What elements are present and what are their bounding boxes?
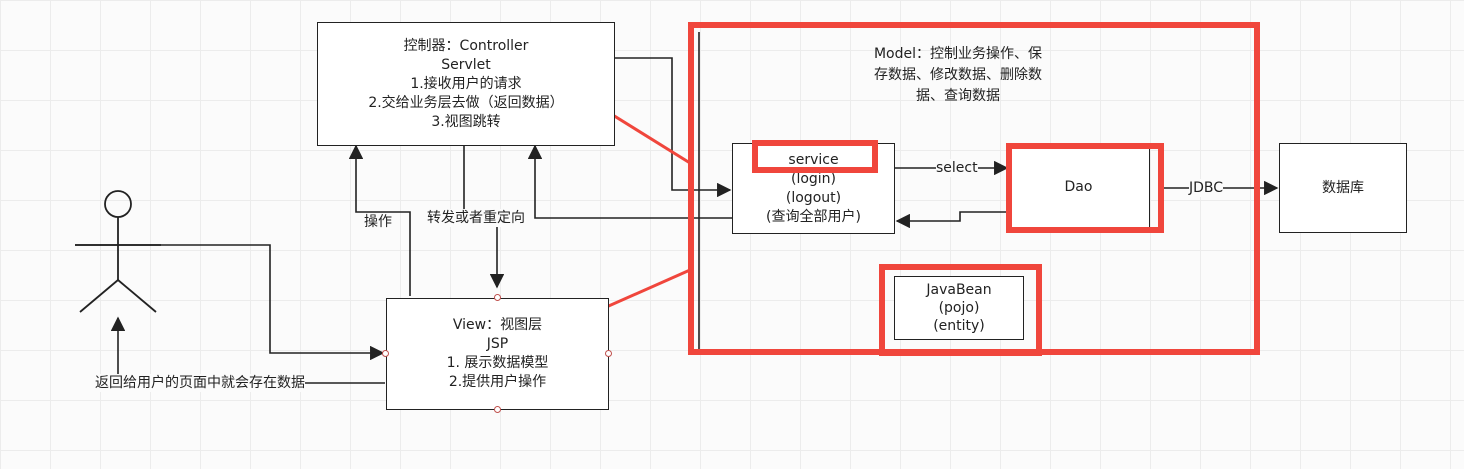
operate-edge-label: 操作 bbox=[364, 213, 392, 231]
return-data-edge-label: 返回给用户的页面中就会存在数据 bbox=[95, 374, 305, 392]
select-edge-label: select bbox=[936, 159, 978, 177]
view-title: View：视图层 bbox=[452, 317, 543, 333]
model-description: Model：控制业务操作、保 存数据、修改数据、删除数 据、查询数据 bbox=[838, 44, 1078, 107]
service-label: service bbox=[788, 151, 839, 168]
controller-title: 控制器：Controller bbox=[403, 37, 529, 54]
dao-to-service-return-connector bbox=[895, 211, 1007, 229]
forward-edge-label: 转发或者重定向 bbox=[427, 209, 525, 227]
model-line: 据、查询数据 bbox=[916, 88, 1000, 104]
service-to-controller-connector bbox=[527, 144, 732, 219]
service-method: (查询全部用户) bbox=[766, 208, 861, 225]
view-top-handle[interactable] bbox=[494, 294, 501, 301]
user-right-leg bbox=[117, 279, 157, 313]
service-box: service (login) (logout) (查询全部用户) bbox=[732, 143, 895, 234]
view-item: 2.提供用户操作 bbox=[448, 374, 547, 390]
controller-subtitle: Servlet bbox=[441, 56, 491, 73]
controller-item: 3.视图跳转 bbox=[431, 113, 501, 130]
service-method: (logout) bbox=[785, 189, 842, 206]
view-bottom-handle[interactable] bbox=[494, 406, 501, 413]
controller-to-service-connector bbox=[615, 57, 732, 198]
jdbc-edge-label: JDBC bbox=[1189, 179, 1224, 197]
javabean-alias: (pojo) bbox=[938, 300, 980, 316]
user-left-leg bbox=[79, 279, 119, 313]
dao-label: Dao bbox=[1064, 178, 1093, 195]
user-to-view-connector bbox=[75, 244, 385, 361]
view-left-handle[interactable] bbox=[382, 350, 389, 357]
javabean-alias: (entity) bbox=[933, 318, 985, 334]
service-method: (login) bbox=[790, 170, 837, 187]
view-item: 1. 展示数据模型 bbox=[446, 355, 549, 371]
model-line: Model：控制业务操作、保 bbox=[873, 46, 1043, 62]
view-subtitle: JSP bbox=[486, 336, 509, 352]
dao-box: Dao bbox=[1007, 146, 1150, 228]
user-head bbox=[104, 190, 132, 218]
view-right-handle[interactable] bbox=[605, 350, 612, 357]
user-stick-figure bbox=[75, 190, 161, 313]
javabean-highlight-box bbox=[879, 264, 1042, 356]
model-line: 存数据、修改数据、删除数 bbox=[874, 67, 1042, 83]
database-box: 数据库 bbox=[1279, 143, 1407, 233]
javabean-box: JavaBean (pojo) (entity) bbox=[894, 276, 1024, 340]
view-to-controller-operate-connector bbox=[348, 144, 411, 296]
database-label: 数据库 bbox=[1322, 179, 1364, 196]
controller-box: 控制器：Controller Servlet 1.接收用户的请求 2.交给业务层… bbox=[317, 22, 615, 146]
dao-highlight-box bbox=[1006, 143, 1164, 233]
service-highlight-box bbox=[752, 140, 878, 173]
javabean-label: JavaBean bbox=[926, 282, 992, 298]
controller-item: 1.接收用户的请求 bbox=[410, 75, 522, 92]
view-box: View：视图层 JSP 1. 展示数据模型 2.提供用户操作 bbox=[386, 298, 609, 410]
controller-item: 2.交给业务层去做（返回数据） bbox=[368, 94, 564, 111]
